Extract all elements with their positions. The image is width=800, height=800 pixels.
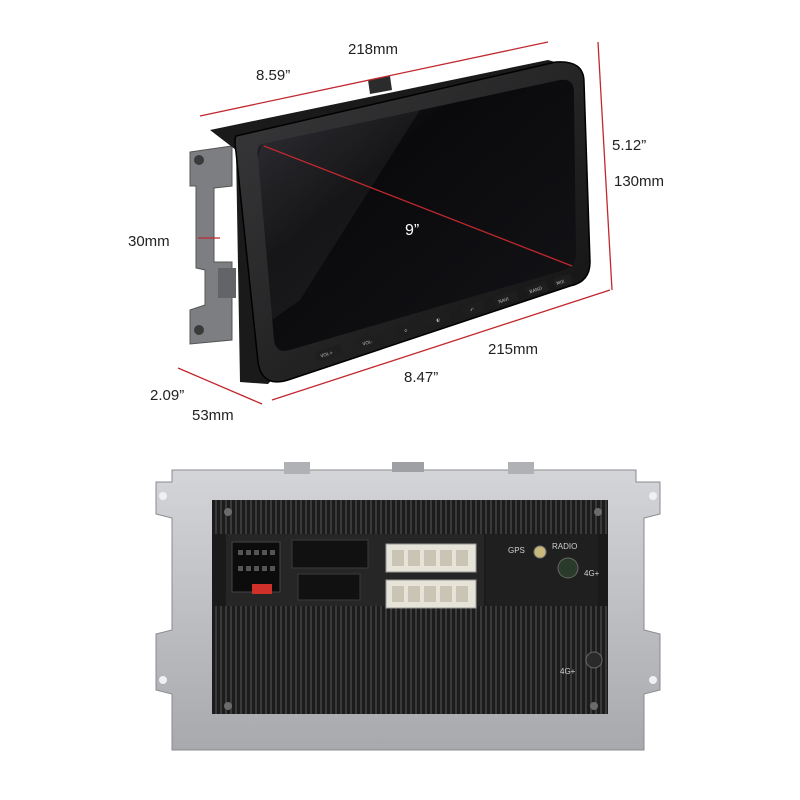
button-label: MIX [556, 279, 566, 287]
depth-dim-line [177, 367, 263, 405]
harness-connector[interactable] [297, 573, 361, 601]
white-connector-bottom[interactable] [385, 579, 477, 609]
power-icon: ◐ [436, 318, 441, 324]
button-vol-up[interactable] [315, 344, 343, 362]
frame-tab [508, 462, 534, 474]
iso-pins [238, 550, 275, 571]
screw [224, 702, 232, 710]
button-label: VOL+ [320, 350, 334, 360]
frame-tab [284, 462, 310, 474]
bracket-hole [194, 325, 204, 335]
heatsink-fins-bottom [212, 606, 608, 714]
rear-view: GPS RADIO 4G+ 4G+ [155, 462, 661, 751]
depth-mm-label: 53mm [192, 407, 234, 424]
screen-reflection [258, 110, 420, 320]
frame-tab [392, 462, 424, 472]
button-vol-down[interactable] [357, 332, 385, 350]
fuse [252, 584, 272, 594]
frame-hole [649, 676, 657, 684]
antenna-port-4g[interactable] [585, 651, 603, 669]
right-mm-label: 130mm [614, 173, 664, 190]
bottom-inch-label: 8.47” [404, 369, 438, 386]
button-band[interactable] [525, 281, 549, 297]
screw [590, 702, 598, 710]
bracket-hole [194, 155, 204, 165]
frame-hole [159, 676, 167, 684]
left-bracket [189, 145, 233, 345]
bottom-mm-label: 215mm [488, 341, 538, 358]
heatsink-fins-top [212, 500, 608, 534]
antenna-label: 4G+ [584, 569, 600, 578]
white-connector-top[interactable] [385, 543, 477, 573]
top-clip [368, 76, 392, 94]
diagonal-label: 9” [405, 222, 419, 239]
top-mm-label: 218mm [348, 41, 398, 58]
button-label: VOL- [362, 338, 374, 347]
back-icon: ↶ [470, 308, 475, 314]
dimension-lines [177, 41, 613, 405]
radio-port[interactable] [557, 557, 579, 579]
right-inch-label: 5.12” [612, 137, 646, 154]
home-icon: ⌂ [404, 328, 408, 334]
frame-hole [649, 492, 657, 500]
diagonal-dim-line [263, 145, 573, 267]
gps-label: GPS [508, 546, 525, 555]
depth-inch-label: 2.09” [150, 387, 184, 404]
dimension-labels: 8.59” 218mm 5.12” 130mm 30mm 9” 215mm 8.… [128, 41, 664, 424]
display-screen [257, 79, 576, 351]
right-dim-line [597, 41, 613, 291]
bracket-tab [218, 268, 236, 298]
top-inch-label: 8.59” [256, 67, 290, 84]
screw [594, 508, 602, 516]
frame-hole [159, 492, 167, 500]
button-home[interactable] [395, 321, 419, 337]
antenna-panel [486, 534, 598, 606]
front-view: VOL+ VOL- ⌂ ◐ ↶ NAVI BAND MIX [189, 60, 591, 384]
button-label: BAND [529, 285, 544, 295]
harness-connector[interactable] [291, 539, 369, 569]
button-label: NAVI [498, 296, 510, 305]
bottom-dim-line [271, 289, 611, 401]
front-button-row: VOL+ VOL- ⌂ ◐ ↶ NAVI BAND MIX [315, 273, 573, 362]
button-mix[interactable] [553, 273, 573, 289]
top-dim-line [199, 41, 549, 117]
button-navi[interactable] [493, 291, 519, 308]
button-power[interactable] [427, 311, 451, 327]
screw [224, 508, 232, 516]
radio-label: RADIO [552, 542, 577, 551]
button-back[interactable] [461, 301, 485, 317]
antenna-label: 4G+ [560, 667, 576, 676]
gps-port[interactable] [533, 545, 547, 559]
left-mm-label: 30mm [128, 233, 170, 250]
